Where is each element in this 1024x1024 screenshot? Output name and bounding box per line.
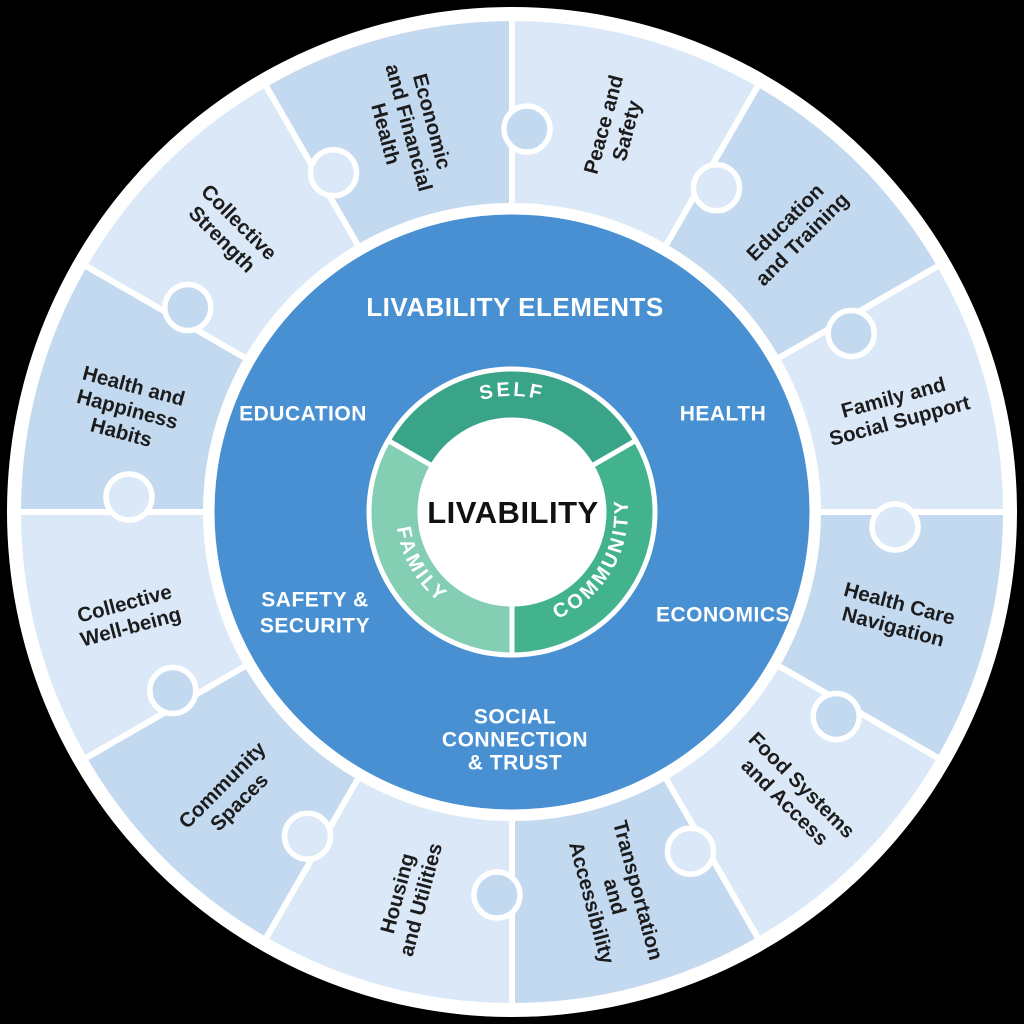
elements-label-health-group: HEALTH <box>680 403 767 426</box>
puzzle-tab-transportation-and-accessibility <box>471 869 523 921</box>
elements-label-economics-group: ECONOMICS <box>656 604 790 627</box>
puzzle-tab-peace-and-safety <box>690 162 743 214</box>
elements-label-safety-security: SAFETY &SECURITY <box>260 589 370 638</box>
inner-segment-label-self: SELF <box>477 379 546 405</box>
puzzle-tab-health-care-navigation <box>810 690 862 743</box>
elements-label-economics: ECONOMICS <box>656 604 790 627</box>
elements-label-education-group: EDUCATION <box>239 403 367 426</box>
elements-label-education: EDUCATION <box>239 403 367 426</box>
puzzle-tab-food-systems-and-access <box>664 825 717 877</box>
elements-label-health: HEALTH <box>680 403 767 426</box>
center-label: LIVABILITY <box>427 495 598 530</box>
puzzle-tab-community-spaces <box>147 664 199 717</box>
center-circle <box>420 420 604 604</box>
elements-ring-title: LIVABILITY ELEMENTS <box>366 292 663 322</box>
puzzle-tab-education-and-training <box>825 307 877 360</box>
puzzle-tab-economic-and-financial-health <box>501 103 553 155</box>
puzzle-tab-collective-well-being <box>103 471 155 523</box>
elements-label-safety-security-group: SAFETY &SECURITY <box>260 589 370 638</box>
puzzle-tab-family-and-social-support <box>869 501 921 553</box>
puzzle-tab-collective-strength <box>307 147 360 199</box>
puzzle-tab-health-and-happiness-habits <box>162 281 214 334</box>
puzzle-tab-housing-and-utilities <box>281 810 334 862</box>
